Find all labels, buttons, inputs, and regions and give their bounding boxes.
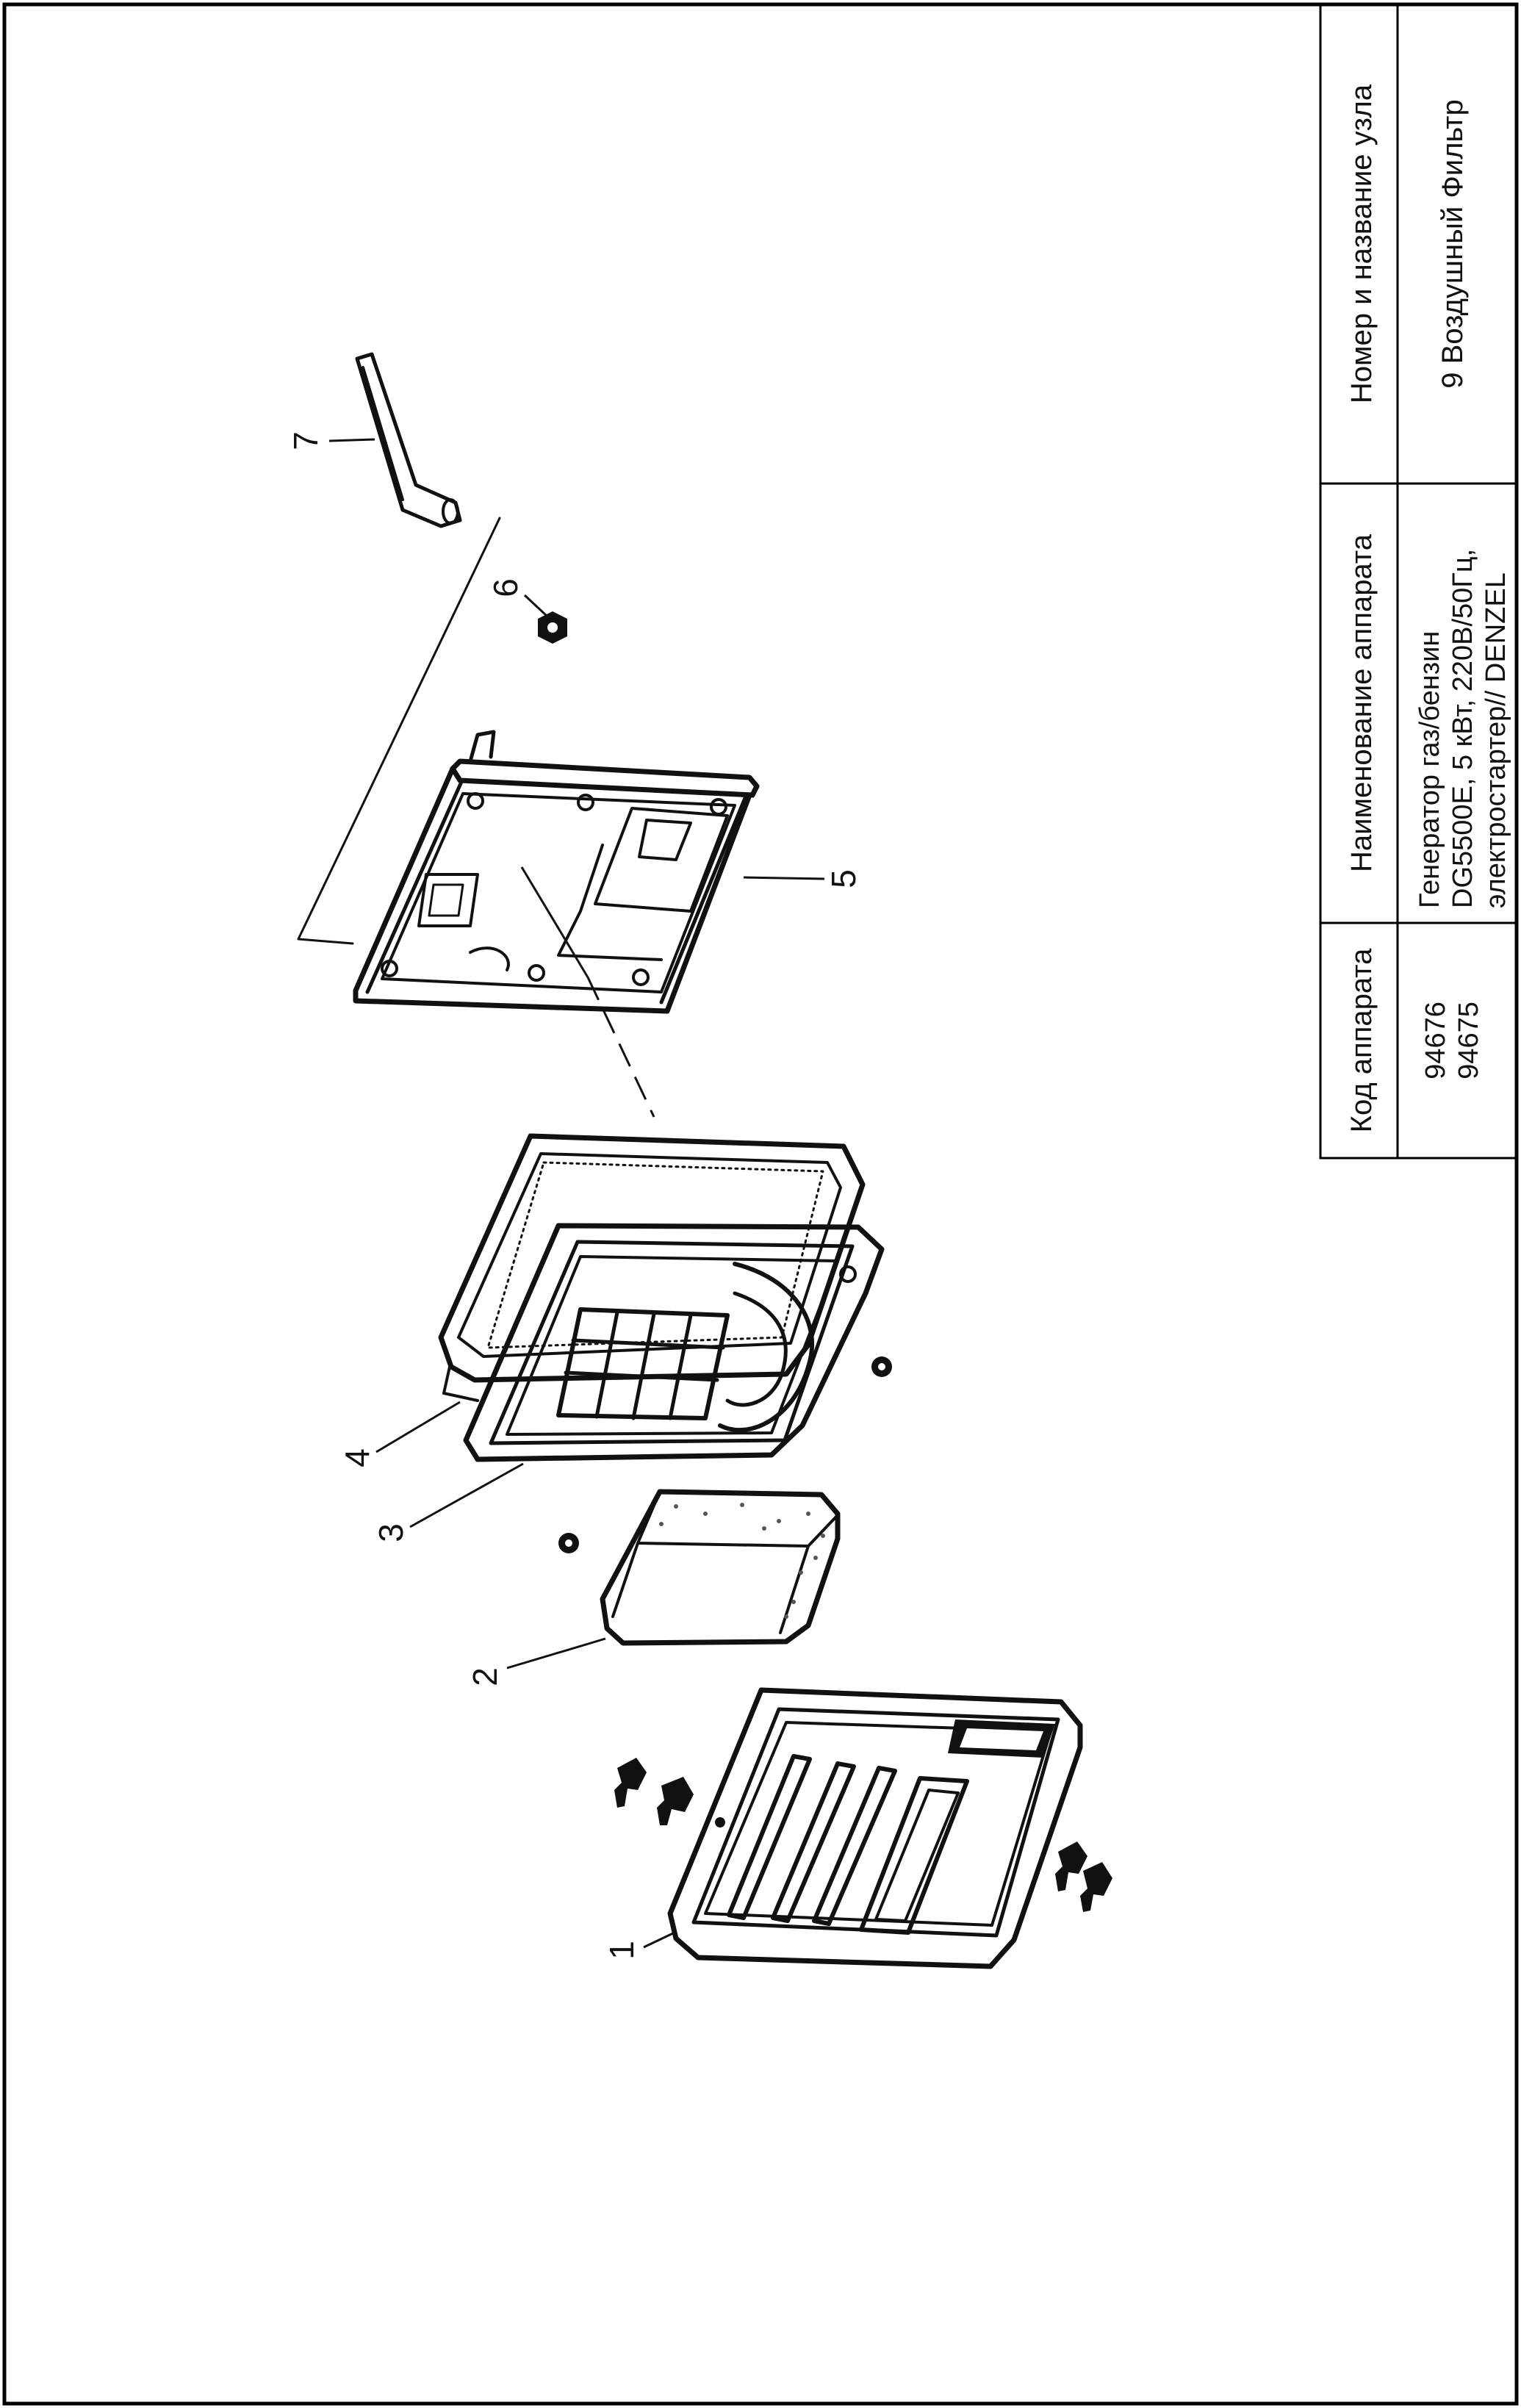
callout-leaders <box>328 438 825 1949</box>
clip-icon <box>614 1758 1112 1912</box>
device-name-line-3: электростартер// DENZEL <box>1481 572 1511 908</box>
assembly-centre-line <box>586 977 655 1118</box>
nut-icon <box>538 611 567 644</box>
header-assembly: Номер и название узла <box>1345 84 1378 403</box>
code-value-1: 94676 <box>1420 1002 1451 1079</box>
callout-5: 5 <box>824 869 863 888</box>
callout-labels: 1 2 3 4 5 6 7 <box>287 431 863 1960</box>
filter-element-icon <box>600 1489 841 1646</box>
header-device-name: Наименование аппарата <box>1345 533 1378 872</box>
filter-base-icon <box>353 730 760 1014</box>
filter-holder-icon <box>463 1223 885 1462</box>
assembly-value: 9 Воздушный Фильтр <box>1436 99 1469 388</box>
device-name-line-2: DG5500E, 5 кВт, 220В/50Гц, <box>1448 549 1478 908</box>
code-value-2: 94675 <box>1453 1002 1484 1079</box>
air-filter-cover-icon <box>667 1687 1083 1969</box>
breather-tube-icon <box>355 352 462 528</box>
callout-4: 4 <box>338 1448 376 1467</box>
callout-2: 2 <box>466 1667 504 1686</box>
callout-7: 7 <box>287 431 325 450</box>
callout-6: 6 <box>486 578 525 597</box>
device-name-line-1: Генератор газ/бензин <box>1414 631 1445 908</box>
header-code: Код аппарата <box>1345 948 1378 1132</box>
tube-leader-line <box>297 517 501 945</box>
grommet-icon <box>558 1356 892 1553</box>
title-block-frame <box>1319 3 1518 1160</box>
gasket-frame-icon <box>438 1133 866 1402</box>
callout-3: 3 <box>372 1523 410 1542</box>
callout-1: 1 <box>603 1941 641 1960</box>
title-block: Код аппарата Наименование аппарата Номер… <box>1319 3 1518 1160</box>
